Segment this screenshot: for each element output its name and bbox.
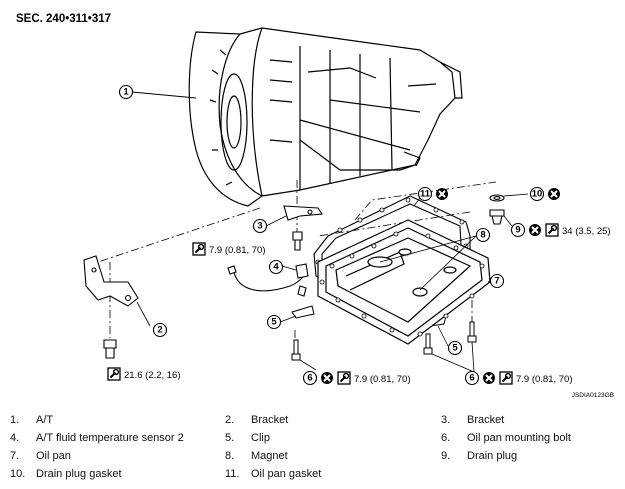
bracket-right-drawing [283,205,323,221]
bracket-left-drawing [83,255,139,307]
bracket-bolt-drawing [292,231,303,251]
leader-2 [136,301,151,327]
legend-number: 2. [225,414,235,426]
transmission-drawing [188,27,463,207]
callout-8: 8 [480,230,485,241]
callout-11: 11 [420,189,431,200]
torque-lower-bolt: 21.6 (2.2, 16) [124,370,181,381]
callout-5b-circle [447,340,463,356]
leader-3 [265,215,287,227]
parts-legend: 1. A/T 2. Bracket 3. Bracket 4. A/T flui… [0,412,625,484]
legend-number: 8. [225,450,235,462]
legend-label: Drain plug gasket [36,468,122,480]
legend-number: 10. [10,468,26,480]
callout-7: 7 [494,276,499,287]
do-not-reuse-icon [547,187,561,201]
torque-wrench-icon [545,223,559,237]
callout-4-circle [268,259,284,275]
torque-wrench-icon [107,367,121,381]
torque-bracket-bolt: 7.9 (0.81, 70) [209,245,266,256]
oil-pan-bolt-drawing [291,321,477,361]
oil-pan-drawing [317,219,491,345]
torque-pan-bolt-left: 7.9 (0.81, 70) [354,374,411,385]
callout-6b: 6 [469,373,474,384]
callout-1-circle [118,84,134,100]
callout-7-circle [489,273,505,289]
callout-9-circle [510,222,526,238]
leader-4 [281,265,297,271]
torque-drain-plug: 34 (3.5, 25) [562,226,611,237]
legend-label: Oil pan gasket [251,468,322,480]
torque-pan-bolt-right: 7.9 (0.81, 70) [516,374,573,385]
leader-6c [471,341,475,373]
leader-10 [503,193,529,197]
legend-label: Oil pan [36,450,71,462]
leader-8b [419,235,477,291]
torque-wrench-icon [499,371,513,385]
callout-6a: 6 [307,373,312,384]
legend-number: 7. [10,450,20,462]
do-not-reuse-icon [320,371,334,385]
leader-5b [437,325,449,347]
leader-5a [279,315,297,323]
leader-6a [299,359,317,371]
callout-2: 2 [157,325,162,336]
callout-5a-circle [266,314,282,330]
callout-3-circle [252,218,268,234]
legend-number: 1. [10,414,20,426]
exploded-view-diagram: SEC. 240•311•317 [16,13,614,399]
legend-number: 5. [225,432,235,444]
legend-label: Clip [251,432,270,444]
callout-10-circle [529,186,545,202]
callout-3: 3 [257,221,262,232]
legend-label: Drain plug [467,450,518,462]
legend-label: Bracket [251,414,289,426]
callout-1: 1 [123,87,129,98]
callout-9: 9 [515,225,520,236]
callout-10: 10 [532,189,543,200]
image-code: JSDIA0123GB [572,392,614,399]
torque-wrench-icon [192,242,206,256]
legend-label: Bracket [467,414,505,426]
legend-number: 3. [441,414,451,426]
callout-11-circle [417,186,433,202]
callout-8-circle [475,227,491,243]
legend-number: 9. [441,450,451,462]
oil-pan-bolt-holes [319,231,485,337]
callout-2-circle [152,322,168,338]
leader-9 [503,215,513,227]
leader-1 [131,91,197,99]
torque-wrench-icon [337,371,351,385]
legend-label: A/T [36,414,54,426]
legend-label: Magnet [251,450,288,462]
section-title: SEC. 240•311•317 [16,13,111,25]
legend-label: A/T fluid temperature sensor 2 [36,432,184,444]
callout-5a: 5 [271,317,277,328]
do-not-reuse-icon [482,371,496,385]
legend-number: 6. [441,432,451,444]
legend-number: 4. [10,432,20,444]
drain-plug-drawing [489,194,505,225]
callout-4: 4 [273,262,279,273]
leader-11 [413,197,421,207]
callout-5b: 5 [452,343,458,354]
fluid-temp-sensor-drawing [227,263,309,297]
callout-6a-circle [302,370,318,386]
legend-label: Oil pan mounting bolt [467,432,571,444]
do-not-reuse-icon [435,187,449,201]
lower-bolt-drawing [103,339,117,359]
leader-8a [379,235,477,263]
callout-6b-circle [464,370,480,386]
do-not-reuse-icon [528,223,542,237]
leader-6b [431,353,475,373]
legend-number: 11. [225,468,240,480]
